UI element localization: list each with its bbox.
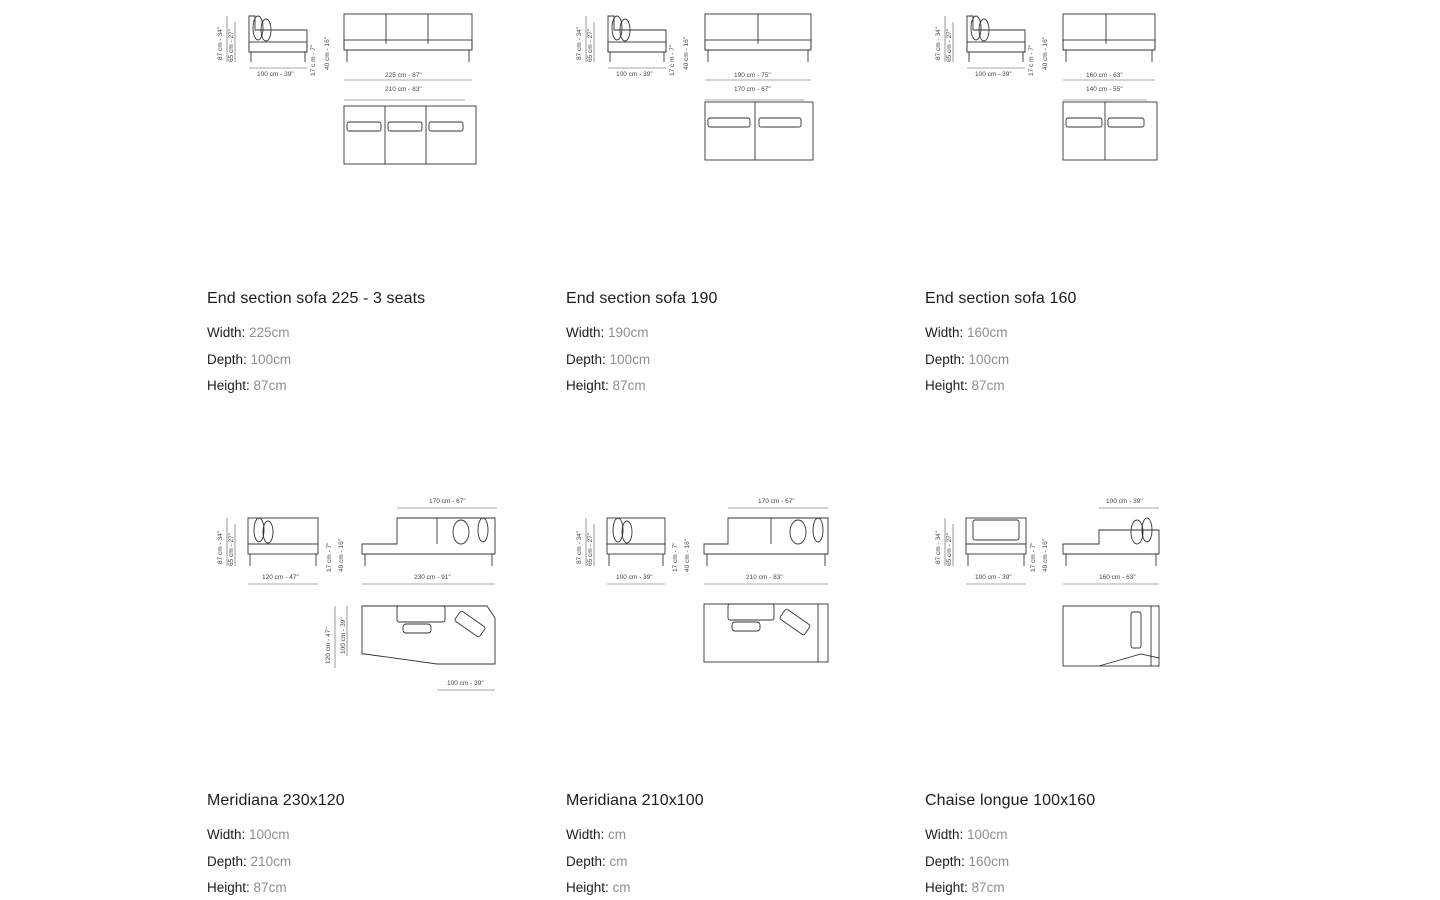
product-info: Chaise longue 100x160 Width: 100cm Depth… (925, 790, 1245, 900)
dim-width1: 230 cm - 91" (414, 574, 451, 581)
dim-width2: 210 cm - 83" (385, 86, 422, 93)
product-info: End section sofa 160 Width: 160cm Depth:… (925, 288, 1245, 400)
dim-h2: 65 cm - 27" (228, 532, 235, 566)
dim-h2: 65 cm - 27" (228, 28, 235, 62)
dim-width1: 210 cm - 83" (746, 574, 783, 581)
meridiana-drawing-230: 87 cm - 34" 65 cm - 27" 120 cm - 47" 17 … (217, 498, 497, 691)
dim-width1: 160 cm - 63" (1086, 72, 1123, 79)
product-info: End section sofa 190 Width: 190cm Depth:… (566, 288, 886, 400)
dim-h2: 65 cm - 27" (946, 532, 953, 566)
product-title[interactable]: Chaise longue 100x160 (925, 792, 1096, 809)
chaise-longue-drawing: 87 cm - 34" 65 cm - 27" 100 cm - 39" 17 … (935, 498, 1160, 667)
dim-depth: 100 cm - 39" (975, 574, 1012, 581)
technical-drawing: 87 cm - 34" 65 cm - 27" 120 cm - 47" 17 … (207, 488, 507, 698)
product-title[interactable]: End section sofa 190 (566, 290, 718, 307)
sofa-drawing-160: 87 cm - 34" 65 cm - 27" 100 cm - 39" 17 … (935, 13, 1158, 161)
technical-drawing: 87 cm - 34" 65 cm - 27" 100 cm - 39" 17 … (207, 0, 507, 210)
spec-height: Height: 87cm (925, 378, 1005, 393)
dim-h3: 17 cm - 7" (672, 542, 679, 572)
dim-h2: 65 cm - 27" (946, 28, 953, 62)
spec-depth: Depth: 210cm (207, 853, 292, 869)
spec-depth: Depth: 100cm (207, 351, 292, 367)
dim-depth: 120 cm - 47" (262, 574, 299, 581)
technical-drawing: 87 cm - 34" 65 cm - 27" 100 cm - 39" 17 … (566, 488, 866, 698)
dim-h3: 17 c m - 7" (1028, 44, 1035, 76)
product-info: Meridiana 210x100 Width: cm Depth: cm He… (566, 790, 886, 900)
dim-depth: 100 cm - 39" (257, 71, 294, 78)
spec-depth: Depth: 100cm (925, 351, 1010, 367)
dim-h4: 40 cm - 16" (324, 36, 331, 70)
dim-h1: 87 cm - 34" (217, 530, 224, 564)
product-info: Meridiana 230x120 Width: 100cm Depth: 21… (207, 790, 527, 900)
dim-width1: 160 cm - 63" (1099, 574, 1136, 581)
dim-h1: 87 cm - 34" (935, 530, 942, 564)
spec-height: Height: cm (566, 880, 631, 895)
dim-width1: 225 cm - 87" (385, 72, 422, 79)
dim-h1: 87 cm - 34" (576, 26, 583, 60)
dim-v2: 100 cm - 39" (340, 617, 347, 654)
dim-depth: 100 cm - 39" (616, 574, 653, 581)
dim-h3: 17 cm - 7" (1030, 542, 1037, 572)
spec-height: Height: 87cm (207, 880, 287, 895)
spec-depth: Depth: cm (566, 853, 628, 869)
dim-v1: 120 cm - 47" (325, 627, 332, 664)
dim-width2: 140 cm - 55" (1086, 86, 1123, 93)
technical-drawing: 87 cm - 34" 65 cm - 27" 100 cm - 39" 17 … (925, 0, 1225, 210)
technical-drawing: 87 cm - 34" 65 cm - 27" 100 cm - 39" 17 … (566, 0, 866, 210)
dim-bottom: 100 cm - 39" (447, 680, 484, 687)
dim-h1: 87 cm - 34" (935, 26, 942, 60)
product-title[interactable]: Meridiana 230x120 (207, 792, 345, 809)
spec-depth: Depth: 160cm (925, 853, 1010, 869)
spec-width: Width: 160cm (925, 325, 1008, 340)
product-title[interactable]: Meridiana 210x100 (566, 792, 704, 809)
dim-h1: 87 cm - 34" (217, 26, 224, 60)
spec-width: Width: cm (566, 827, 627, 842)
dim-top: 100 cm - 39" (1106, 498, 1143, 505)
meridiana-drawing-210: 87 cm - 34" 65 cm - 27" 100 cm - 39" 17 … (576, 498, 829, 663)
dim-h2: 65 cm - 27" (587, 532, 594, 566)
spec-width: Width: 190cm (566, 325, 649, 340)
spec-height: Height: 87cm (207, 378, 287, 393)
spec-width: Width: 225cm (207, 325, 290, 340)
dim-width1: 190 cm - 75" (734, 72, 771, 79)
dim-width2: 170 cm - 67" (734, 86, 771, 93)
dim-h3: 17 cm - 7" (326, 542, 333, 572)
technical-drawing: 87 cm - 34" 65 cm - 27" 100 cm - 39" 17 … (925, 488, 1225, 698)
spec-width: Width: 100cm (925, 827, 1008, 842)
spec-height: Height: 87cm (925, 880, 1005, 895)
dim-h4: 40 cm - 16" (683, 36, 690, 70)
dim-h2: 65 cm - 27" (587, 28, 594, 62)
sofa-drawing-225: 87 cm - 34" 65 cm - 27" 100 cm - 39" 17 … (217, 13, 477, 165)
sofa-drawing-190: 87 cm - 34" 65 cm - 27" 100 cm - 39" 17 … (576, 13, 814, 161)
product-title[interactable]: End section sofa 160 (925, 290, 1077, 307)
dim-h4: 40 cm - 16" (684, 538, 691, 572)
dim-h4: 40 cm - 16" (1042, 36, 1049, 70)
dim-h1: 87 cm - 34" (576, 530, 583, 564)
dim-depth: 100 cm - 39" (975, 71, 1012, 78)
dim-h3: 17 c m - 7" (310, 44, 317, 76)
dim-top: 170 cm - 67" (429, 498, 466, 505)
dim-h3: 17 c m - 7" (669, 44, 676, 76)
dim-h4: 40 cm - 16" (338, 538, 345, 572)
spec-width: Width: 100cm (207, 827, 290, 842)
dim-top: 170 cm - 67" (758, 498, 795, 505)
product-info: End section sofa 225 - 3 seats Width: 22… (207, 288, 527, 400)
spec-depth: Depth: 100cm (566, 351, 651, 367)
product-title[interactable]: End section sofa 225 - 3 seats (207, 290, 426, 307)
spec-height: Height: 87cm (566, 378, 646, 393)
dim-h4: 40 cm - 16" (1042, 538, 1049, 572)
dim-depth: 100 cm - 39" (616, 71, 653, 78)
